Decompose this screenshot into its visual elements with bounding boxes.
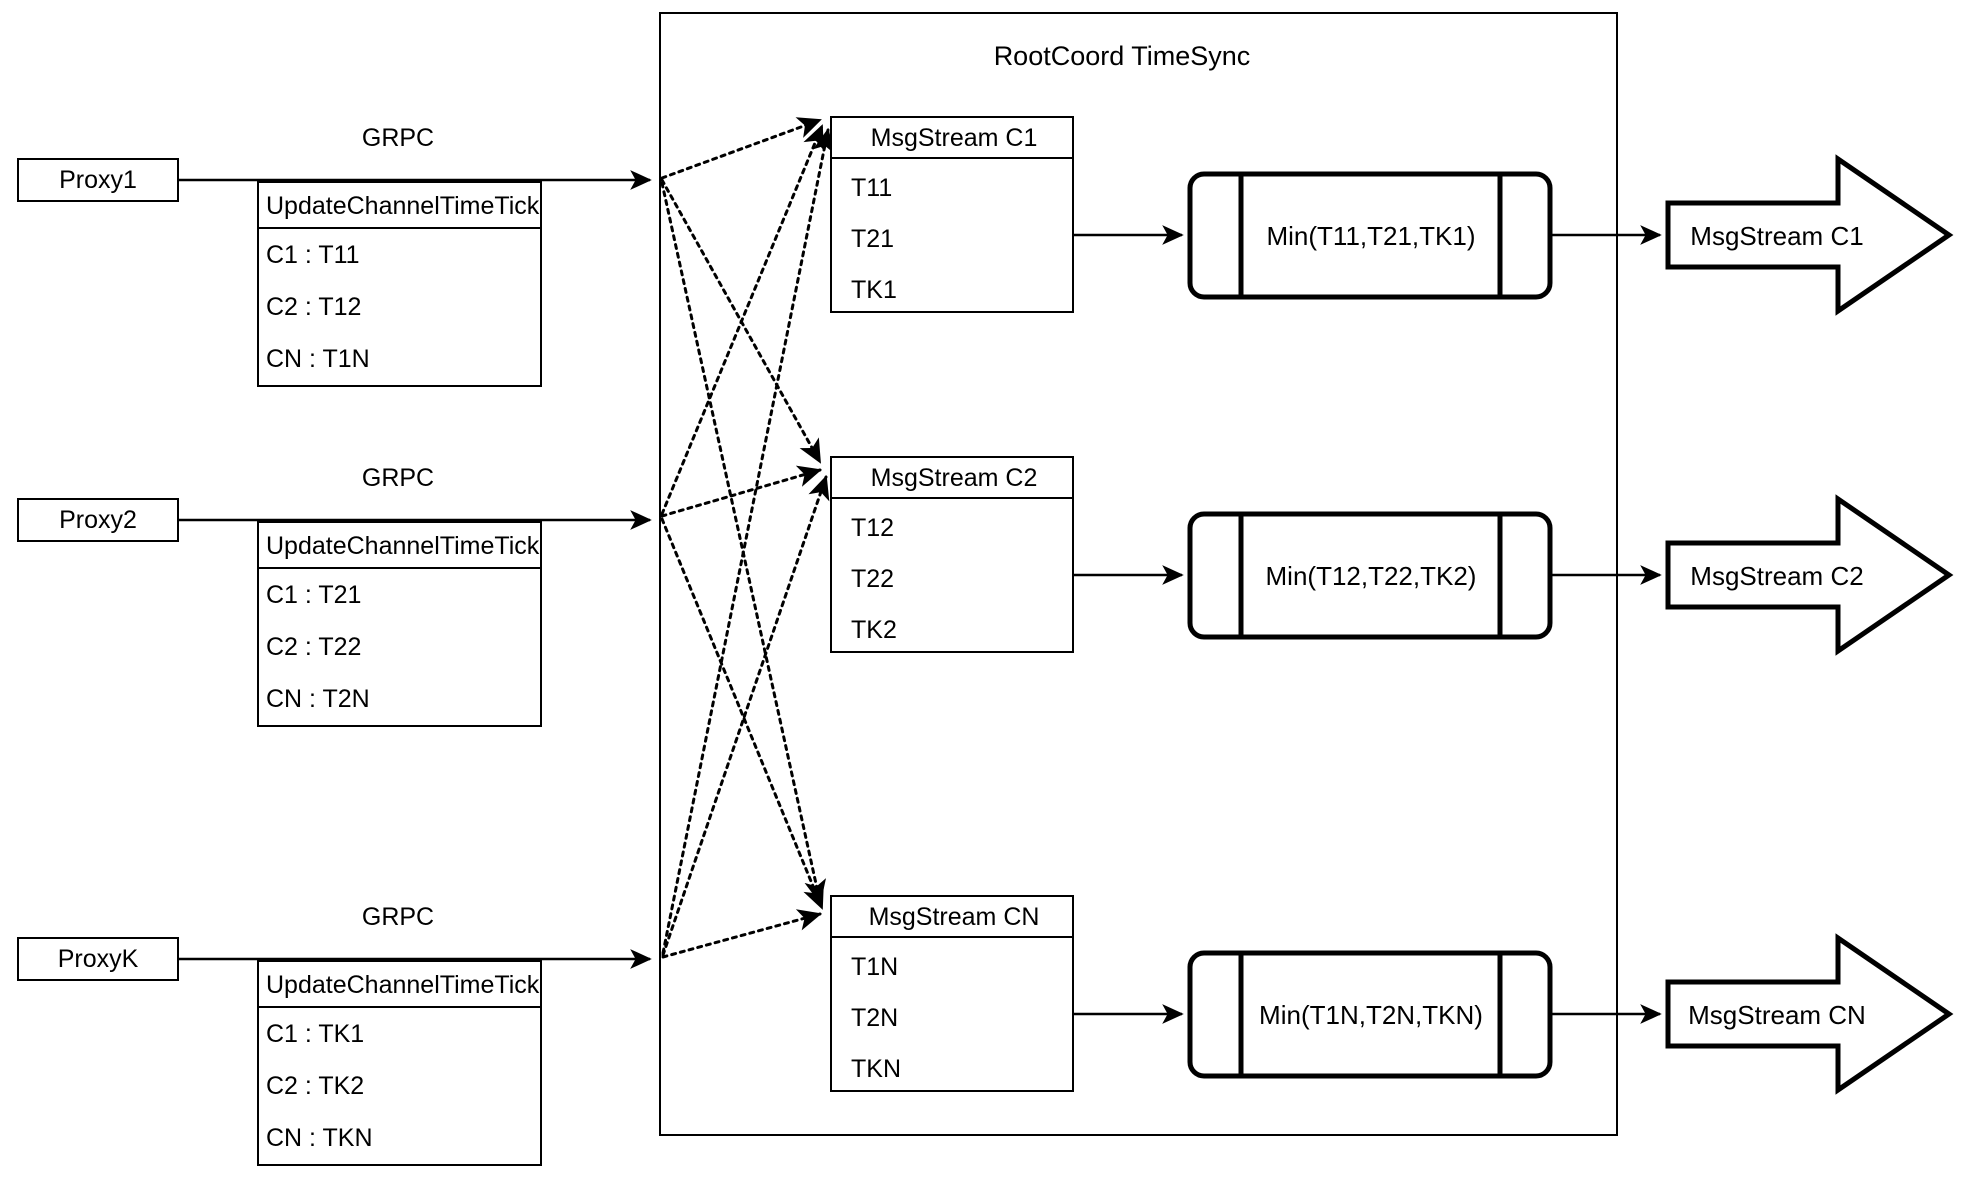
- dotted-edge-p1-c1: [660, 117, 822, 180]
- grpc-label-3: GRPC: [362, 903, 434, 931]
- dotted-edge-p2-c2: [660, 465, 822, 518]
- min-node-label-1: Min(T11,T21,TK1): [1266, 221, 1475, 251]
- timetick-row-1-2: C2 : T12: [266, 293, 361, 321]
- proxy-box-2[interactable]: [17, 498, 179, 542]
- proxy-box-1[interactable]: [17, 158, 179, 202]
- msgstream-row-3-2: T2N: [851, 1004, 898, 1032]
- min-node-label-3: Min(T1N,T2N,TKN): [1259, 1000, 1483, 1030]
- update-channel-timetick-card-2: [257, 521, 542, 727]
- output-block-arrow-1[interactable]: [1665, 154, 1954, 316]
- update-channel-timetick-card-1: [257, 181, 542, 387]
- timetick-row-3-1: C1 : TK1: [266, 1020, 364, 1048]
- msgstream-row-1-2: T21: [851, 225, 894, 253]
- msgstream-row-1-1: T11: [851, 174, 892, 202]
- update-channel-timetick-card-3: [257, 960, 542, 1166]
- timetick-row-1-3: CN : T1N: [266, 345, 370, 373]
- msgstream-row-2-1: T12: [851, 514, 894, 542]
- timetick-row-3-2: C2 : TK2: [266, 1072, 364, 1100]
- output-label-2: MsgStream C2: [1690, 561, 1863, 591]
- proxy-label-3: ProxyK: [58, 945, 139, 973]
- output-block-arrow-3[interactable]: [1665, 933, 1954, 1095]
- container-title: RootCoord TimeSync: [994, 41, 1251, 71]
- dotted-edge-pk-c2: [661, 475, 830, 957]
- dotted-edge-pk-cn: [661, 909, 822, 959]
- timetick-row-2-3: CN : T2N: [266, 685, 370, 713]
- timetick-row-2-2: C2 : T22: [266, 633, 361, 661]
- msgstream-title-1: MsgStream C1: [871, 124, 1038, 152]
- dotted-edge-p2-cn: [660, 517, 824, 910]
- dotted-edge-p1-cn: [660, 181, 827, 904]
- update-channel-timetick-title-2: UpdateChannelTimeTick: [266, 532, 540, 560]
- timetick-row-3-3: CN : TKN: [266, 1124, 373, 1152]
- msgstream-card-1: [830, 116, 1074, 313]
- dotted-edge-pk-c1: [661, 128, 835, 955]
- msgstream-row-1-3: TK1: [851, 276, 897, 304]
- msgstream-card-3: [830, 895, 1074, 1092]
- timetick-row-1-1: C1 : T11: [266, 241, 360, 269]
- msgstream-row-3-3: TKN: [851, 1055, 901, 1083]
- msgstream-card-2: [830, 456, 1074, 653]
- msgstream-row-2-2: T22: [851, 565, 894, 593]
- grpc-label-1: GRPC: [362, 124, 434, 152]
- proxy-label-2: Proxy2: [59, 506, 137, 534]
- output-label-3: MsgStream CN: [1688, 1000, 1866, 1030]
- min-node-label-2: Min(T12,T22,TK2): [1266, 561, 1477, 591]
- timetick-row-2-1: C1 : T21: [266, 581, 361, 609]
- msgstream-row-2-3: TK2: [851, 616, 897, 644]
- msgstream-title-2: MsgStream C2: [871, 464, 1038, 492]
- grpc-label-2: GRPC: [362, 464, 434, 492]
- msgstream-row-3-1: T1N: [851, 953, 898, 981]
- dotted-edge-p2-c1: [660, 124, 824, 516]
- output-block-arrow-2[interactable]: [1665, 494, 1954, 656]
- proxy-label-1: Proxy1: [59, 166, 137, 194]
- output-label-1: MsgStream C1: [1690, 221, 1863, 251]
- msgstream-title-3: MsgStream CN: [869, 903, 1040, 931]
- update-channel-timetick-title-1: UpdateChannelTimeTick: [266, 192, 540, 220]
- update-channel-timetick-title-3: UpdateChannelTimeTick: [266, 971, 540, 999]
